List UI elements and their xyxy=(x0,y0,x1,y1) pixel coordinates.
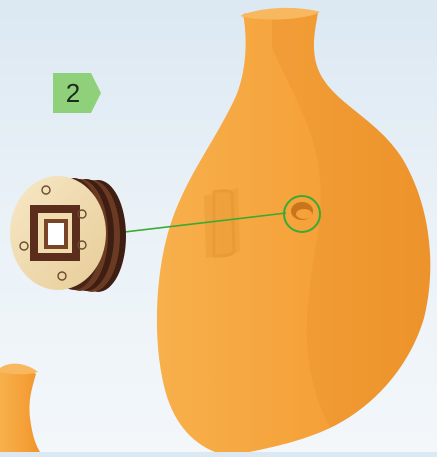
step-number: 2 xyxy=(53,73,93,113)
orange-flask xyxy=(157,8,430,452)
inner-plug-ghost xyxy=(204,188,240,258)
step-badge: 2 xyxy=(53,73,101,113)
wooden-plug-icon xyxy=(10,176,126,292)
second-flask-partial xyxy=(0,364,40,452)
